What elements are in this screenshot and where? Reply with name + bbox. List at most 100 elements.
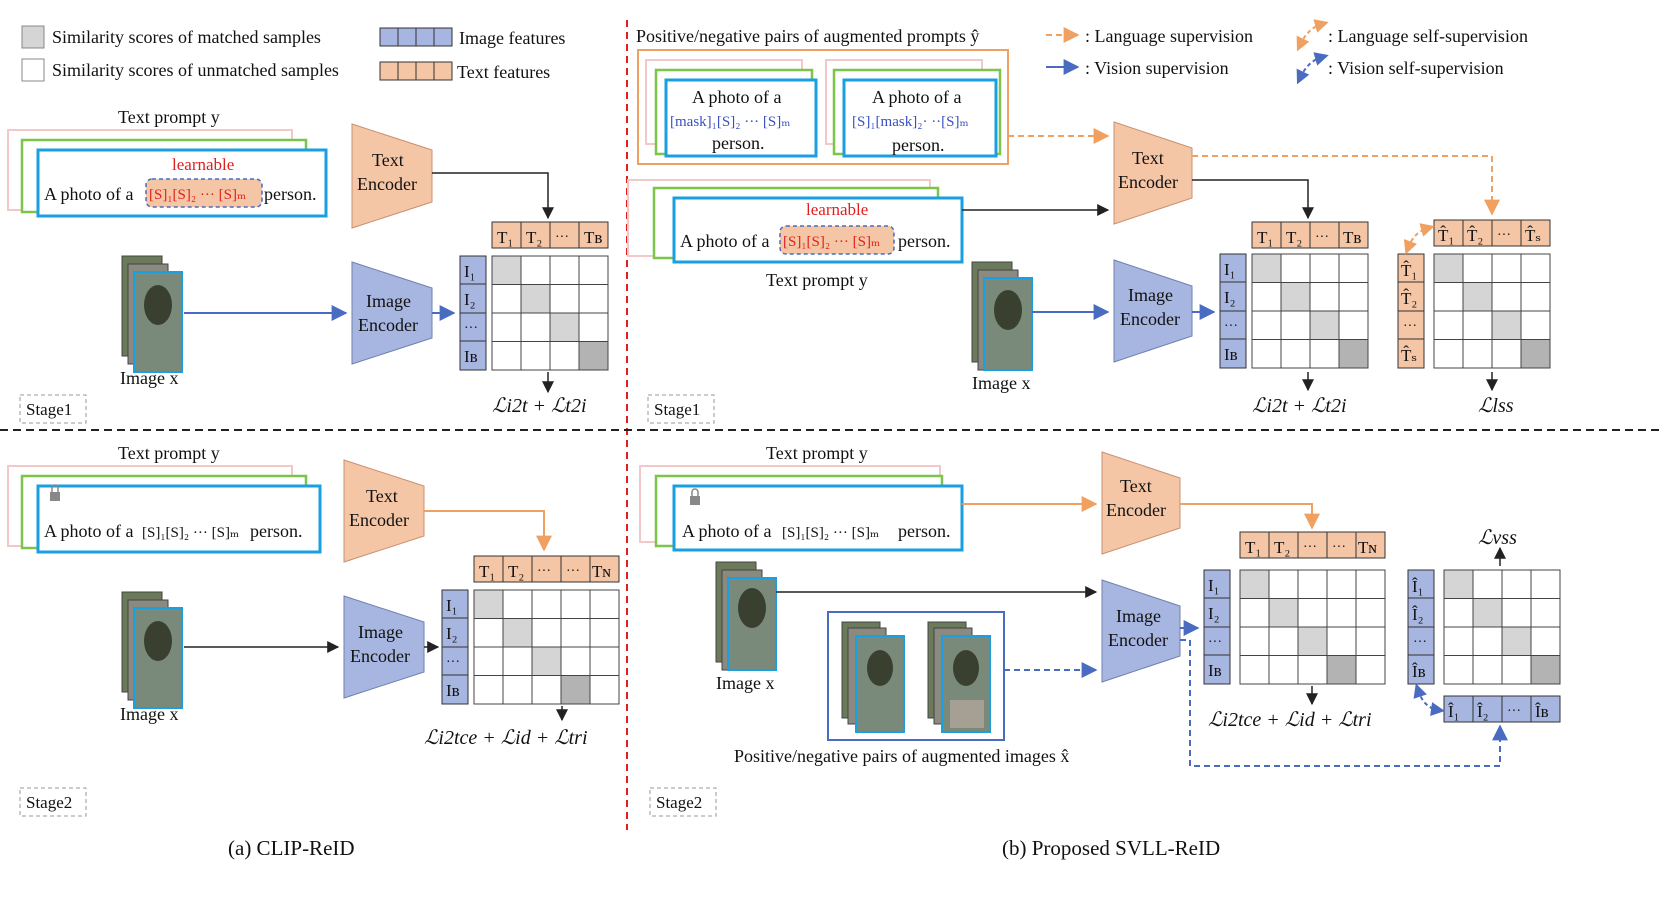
unmatched-cell: [1326, 569, 1357, 599]
svg-text:···: ···: [1332, 540, 1346, 555]
svg-text:T̂₁: T̂₁: [1401, 261, 1417, 280]
svg-text:Tɴ: Tɴ: [592, 562, 611, 581]
unmatched-cell: [1297, 569, 1328, 599]
svg-text:[S]₁[S]₂ ··· [S]ₘ: [S]₁[S]₂ ··· [S]ₘ: [782, 525, 879, 541]
svg-text:I₁: I₁: [1208, 576, 1220, 595]
legend-unmatched: Similarity scores of unmatched samples: [52, 60, 339, 80]
matched-cell: [1520, 339, 1551, 369]
unmatched-cell: [1501, 598, 1532, 628]
svg-text:Image x: Image x: [716, 673, 774, 693]
unmatched-cell: [1309, 282, 1340, 312]
unmatched-cell: [1268, 655, 1299, 685]
svg-text:person.: person.: [264, 184, 317, 204]
unmatched-cell: [1338, 253, 1369, 283]
unmatched-cell: [1520, 310, 1551, 340]
svg-text:Encoder: Encoder: [1108, 630, 1168, 650]
text-features-row: T₁ T₂ ··· Tʙ: [491, 221, 609, 249]
panel-b-stage1: Positive/negative pairs of augmented pro…: [627, 26, 1551, 424]
legend-image-features-icon: [379, 27, 453, 47]
svg-text:···: ···: [1303, 540, 1317, 555]
similarity-matrix-a2: [473, 589, 620, 705]
unmatched-cell: [1239, 598, 1270, 628]
svg-text:Î₁: Î₁: [1448, 702, 1460, 721]
unmatched-cell: [560, 646, 591, 676]
unmatched-cell: [1501, 569, 1532, 599]
unmatched-cell: [1309, 253, 1340, 283]
svg-text:Text: Text: [1132, 148, 1164, 168]
svg-text:Encoder: Encoder: [1106, 500, 1166, 520]
svg-text:Image: Image: [1128, 285, 1173, 305]
unmatched-cell: [560, 618, 591, 648]
unmatched-cell: [1530, 569, 1561, 599]
svg-text:I₂: I₂: [1208, 604, 1220, 623]
text-encoder: [351, 123, 433, 229]
unmatched-cell: [1530, 626, 1561, 656]
unmatched-cell: [491, 284, 522, 314]
augmented-text-features-row: T̂₁ T̂₂ ··· T̂ₛ: [1433, 219, 1551, 247]
matched-cell: [1530, 655, 1561, 685]
svg-text:T₂: T₂: [526, 228, 542, 247]
unmatched-cell: [520, 255, 551, 285]
loss-a1: ℒi2t + ℒt2i: [492, 395, 587, 417]
svg-text:Text: Text: [366, 486, 398, 506]
svg-text:···: ···: [1403, 319, 1417, 334]
svg-text:T₁: T₁: [1245, 538, 1261, 557]
legend-matched: Similarity scores of matched samples: [52, 27, 321, 47]
svg-text:···: ···: [537, 564, 551, 579]
svg-text:T₂: T₂: [1274, 538, 1290, 557]
unmatched-cell: [531, 618, 562, 648]
unmatched-cell: [520, 312, 551, 342]
svg-text:···: ···: [1224, 319, 1238, 334]
svg-text:[S]₁[mask]₂· ··[S]ₘ: [S]₁[mask]₂· ··[S]ₘ: [852, 114, 969, 130]
svg-text:Iʙ: Iʙ: [1224, 345, 1238, 364]
svg-text:person.: person.: [892, 135, 945, 155]
matched-cell: [1462, 282, 1493, 312]
legend: Similarity scores of matched samples Sim…: [21, 19, 1528, 85]
matched-cell: [502, 618, 533, 648]
matched-cell: [1491, 310, 1522, 340]
svg-text:Îʙ: Îʙ: [1535, 702, 1549, 721]
svg-text:I₂: I₂: [464, 290, 476, 309]
matched-cell: [1251, 253, 1282, 283]
unmatched-cell: [1530, 598, 1561, 628]
unmatched-cell: [502, 675, 533, 705]
svg-text:T̂ₛ: T̂ₛ: [1401, 346, 1417, 365]
unmatched-cell: [1491, 253, 1522, 283]
svg-text:Î₁: Î₁: [1412, 577, 1424, 596]
unmatched-cell: [1355, 626, 1386, 656]
caption-a: (a) CLIP-ReID: [228, 836, 355, 860]
svg-text:Encoder: Encoder: [358, 315, 418, 335]
unmatched-cell: [1443, 598, 1474, 628]
matched-cell: [1501, 626, 1532, 656]
svg-text:···: ···: [1208, 635, 1222, 650]
svg-text:Tʙ: Tʙ: [584, 228, 602, 247]
matched-cell: [1268, 598, 1299, 628]
svg-text:T₁: T₁: [497, 228, 513, 247]
unmatched-cell: [589, 646, 620, 676]
svg-text:Stage2: Stage2: [656, 793, 702, 812]
svg-text:person.: person.: [712, 133, 765, 153]
unmatched-cell: [1520, 282, 1551, 312]
svg-text:[mask]₁[S]₂ ··· [S]ₘ: [mask]₁[S]₂ ··· [S]ₘ: [670, 114, 790, 130]
unmatched-cell: [1433, 310, 1464, 340]
unmatched-cell: [491, 341, 522, 371]
stage1-label: Stage1: [26, 400, 72, 419]
unmatched-cell: [1355, 655, 1386, 685]
unmatched-cell: [1491, 339, 1522, 369]
svg-text:person.: person.: [898, 521, 951, 541]
stage2-label: Stage2: [26, 793, 72, 812]
unmatched-cell: [1472, 655, 1503, 685]
unmatched-cell: [589, 675, 620, 705]
svg-text:ℒi2tce + ℒid + ℒtri: ℒi2tce + ℒid + ℒtri: [1208, 709, 1372, 731]
svg-text:Image x: Image x: [972, 373, 1030, 393]
unmatched-cell: [1251, 282, 1282, 312]
svg-text:Text prompt y: Text prompt y: [766, 270, 868, 290]
svg-text:[S]₁[S]₂ ··· [S]ₘ: [S]₁[S]₂ ··· [S]ₘ: [783, 234, 880, 250]
pos-neg-prompts-label: Positive/negative pairs of augmented pro…: [636, 26, 979, 46]
svg-text:I₁: I₁: [1224, 260, 1236, 279]
panel-a-stage1: Text prompt y learnable A photo of a [S]…: [7, 107, 609, 424]
matched-cell: [1297, 626, 1328, 656]
svg-text:I₁: I₁: [446, 596, 458, 615]
loss-a2: ℒi2tce + ℒid + ℒtri: [424, 727, 588, 749]
